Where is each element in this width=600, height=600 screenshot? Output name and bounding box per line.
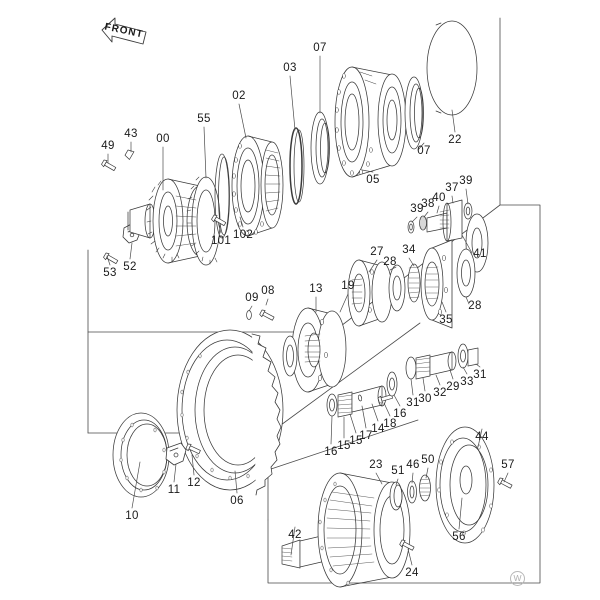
part-39-washer-left xyxy=(407,220,415,234)
callout-02: 02 xyxy=(232,90,246,102)
part-15-roller-set xyxy=(337,391,353,418)
callout-41: 41 xyxy=(473,248,487,260)
part-22-cover-plate xyxy=(426,20,478,116)
callout-30: 30 xyxy=(418,393,432,405)
callout-55: 55 xyxy=(197,113,211,125)
callout-39-left: 39 xyxy=(410,203,424,215)
callout-40: 40 xyxy=(432,192,446,204)
callout-18: 18 xyxy=(383,418,397,430)
callout-13: 13 xyxy=(309,283,323,295)
callout-03: 03 xyxy=(283,62,297,74)
callout-19: 19 xyxy=(341,280,355,292)
callout-06: 06 xyxy=(230,495,244,507)
part-43-plug xyxy=(124,149,135,160)
part-28-washer-b xyxy=(456,248,476,298)
part-35-carrier-housing xyxy=(420,239,453,329)
callout-46: 46 xyxy=(406,459,420,471)
part-56-flange-ring xyxy=(435,426,495,544)
callout-57: 57 xyxy=(501,459,515,471)
part-51-seal xyxy=(389,481,403,511)
callout-28-a: 28 xyxy=(383,256,397,268)
part-06-ring-gear xyxy=(176,329,284,496)
part-50-bearing xyxy=(419,474,431,502)
callout-05: 05 xyxy=(366,174,380,186)
callout-07-right: 07 xyxy=(417,145,431,157)
callout-31-a: 31 xyxy=(406,397,420,409)
callout-34: 34 xyxy=(402,244,416,256)
callout-16-a: 16 xyxy=(324,446,338,458)
callout-23: 23 xyxy=(369,459,383,471)
part-09-washer xyxy=(246,310,252,320)
callout-11: 11 xyxy=(167,484,181,496)
watermark-badge: W xyxy=(510,571,525,586)
callout-101: 101 xyxy=(210,235,232,247)
callout-44: 44 xyxy=(475,431,489,443)
part-02-hub-housing xyxy=(231,135,284,237)
part-37-flange xyxy=(439,199,463,242)
callout-09: 09 xyxy=(245,292,259,304)
part-03-o-ring xyxy=(289,127,305,205)
leader-lines xyxy=(106,55,509,566)
part-13-planet-carrier xyxy=(291,307,347,393)
callout-08: 08 xyxy=(261,285,275,297)
part-00-travel-motor xyxy=(127,176,221,266)
part-46-washer xyxy=(407,480,417,504)
callout-24: 24 xyxy=(405,567,419,579)
callout-39-right: 39 xyxy=(459,175,473,187)
callout-31-b: 31 xyxy=(473,369,487,381)
callout-12: 12 xyxy=(187,477,201,489)
part-16-bearing-left xyxy=(326,393,338,417)
part-17-pin xyxy=(357,394,363,402)
part-28-washer-a xyxy=(388,264,406,312)
part-55-seal-ring xyxy=(214,153,230,239)
part-14-planet-shaft xyxy=(351,385,387,413)
callout-00: 00 xyxy=(156,133,170,145)
callout-102: 102 xyxy=(232,229,254,241)
callout-27: 27 xyxy=(370,246,384,258)
callout-15-a: 15 xyxy=(337,440,351,452)
part-34-sun-gear xyxy=(407,263,421,303)
callout-07-upper: 07 xyxy=(313,42,327,54)
callout-56: 56 xyxy=(452,531,466,543)
callout-49: 49 xyxy=(101,140,115,152)
callout-52: 52 xyxy=(123,261,137,273)
callout-50: 50 xyxy=(421,454,435,466)
part-49-bolt xyxy=(100,158,118,173)
part-16-bearing-right xyxy=(386,371,398,397)
part-05-drive-housing xyxy=(334,66,407,178)
part-39-washer-right xyxy=(463,202,473,220)
part-07-seal-upper xyxy=(310,111,330,185)
part-53-bolt xyxy=(102,251,120,266)
part-40-shaft xyxy=(426,212,448,233)
callout-28-b: 28 xyxy=(468,300,482,312)
callout-38: 38 xyxy=(421,198,435,210)
part-07-seal-right xyxy=(404,76,424,150)
callout-15-b: 15 xyxy=(349,435,363,447)
part-08-bolt xyxy=(258,308,276,323)
callout-29: 29 xyxy=(446,381,460,393)
part-19-washer xyxy=(282,335,298,377)
callout-32: 32 xyxy=(433,387,447,399)
part-27-carrier xyxy=(347,259,393,327)
callout-10: 10 xyxy=(125,510,139,522)
callout-22: 22 xyxy=(448,134,462,146)
callout-14: 14 xyxy=(371,423,385,435)
callout-35: 35 xyxy=(439,314,453,326)
part-38-small-gear xyxy=(419,215,427,231)
callout-53: 53 xyxy=(103,267,117,279)
callout-33: 33 xyxy=(460,376,474,388)
callout-16-b: 16 xyxy=(393,408,407,420)
callout-51: 51 xyxy=(391,465,405,477)
part-11-bracket xyxy=(165,442,187,466)
part-23-ring-gear-drum xyxy=(317,472,411,588)
callout-17: 17 xyxy=(359,430,373,442)
callout-43: 43 xyxy=(124,128,138,140)
front-arrow-glyph xyxy=(101,17,147,45)
callout-37: 37 xyxy=(445,182,459,194)
part-10-cover-ring xyxy=(112,412,170,498)
part-shaft-group-29-33 xyxy=(405,343,479,380)
callout-42: 42 xyxy=(288,529,302,541)
